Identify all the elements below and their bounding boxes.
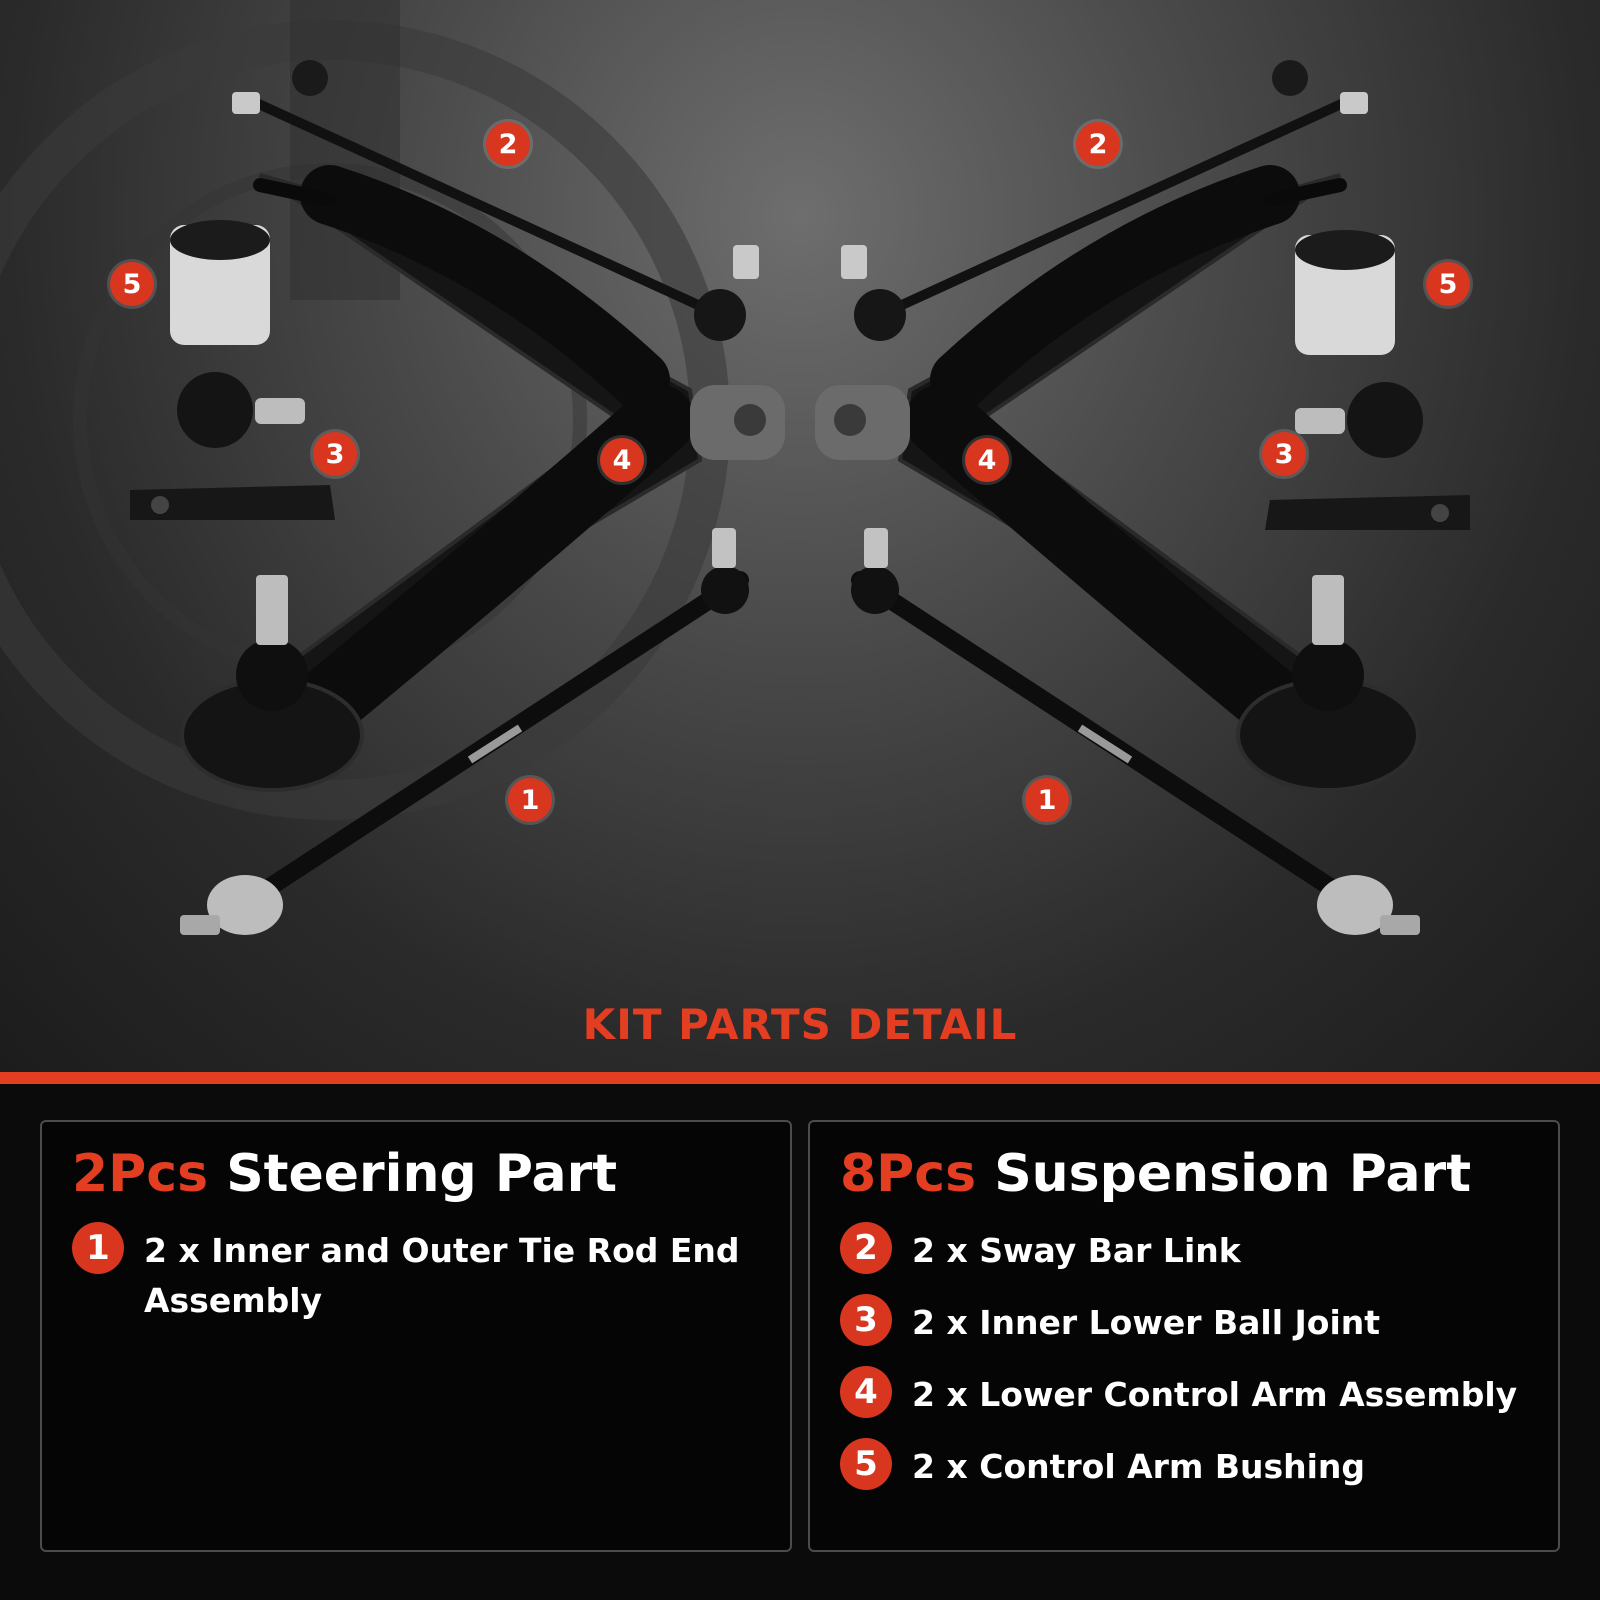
steering-panel-title: 2Pcs Steering Part [72,1144,760,1204]
callout-marker-1-left: 1 [508,778,552,822]
bushing-right [1295,230,1395,355]
item-number-badge: 1 [72,1222,124,1274]
suspension-panel-title: 8Pcs Suspension Part [840,1144,1528,1204]
item-text: 2 x Lower Control Arm Assembly [912,1375,1518,1414]
callout-marker-5-right: 5 [1426,262,1470,306]
item-number-badge: 5 [840,1438,892,1490]
item-number-badge: 2 [840,1222,892,1274]
item-text: 2 x Inner and Outer Tie Rod End Assembly [144,1231,740,1320]
callout-marker-4-left: 4 [600,438,644,482]
callout-marker-2-right: 2 [1076,122,1120,166]
sway-bar-link-right [841,60,1368,341]
parts-illustration [0,0,1470,935]
list-item: 1 2 x Inner and Outer Tie Rod End Assemb… [72,1222,760,1326]
callout-marker-3-left: 3 [313,432,357,476]
bushing-left [170,220,270,345]
suspension-label: Suspension Part [994,1144,1472,1204]
steering-label: Steering Part [226,1144,618,1204]
list-item: 3 2 x Inner Lower Ball Joint [840,1294,1528,1348]
sway-bar-link-left [232,60,759,341]
item-number-badge: 3 [840,1294,892,1346]
list-item: 2 2 x Sway Bar Link [840,1222,1528,1276]
steering-qty: 2Pcs [72,1144,209,1204]
list-item: 5 2 x Control Arm Bushing [840,1438,1528,1492]
callout-marker-4-right: 4 [965,438,1009,482]
tie-rod-left [180,528,749,935]
ball-joint-left [130,372,335,520]
ball-joint-right [1265,382,1470,530]
steering-part-panel: 2Pcs Steering Part 1 2 x Inner and Outer… [40,1120,792,1552]
kit-parts-heading: KIT PARTS DETAIL [582,1000,1018,1049]
item-number-badge: 4 [840,1366,892,1418]
suspension-qty: 8Pcs [840,1144,977,1204]
callout-marker-2-left: 2 [486,122,530,166]
item-text: 2 x Sway Bar Link [912,1231,1241,1270]
accent-divider [0,1072,1600,1084]
product-photo: 2 2 5 5 3 3 4 4 1 1 [0,0,1600,1075]
callout-marker-1-right: 1 [1025,778,1069,822]
item-text: 2 x Inner Lower Ball Joint [912,1303,1381,1342]
callout-marker-5-left: 5 [110,262,154,306]
list-item: 4 2 x Lower Control Arm Assembly [840,1366,1528,1420]
tie-rod-right [851,528,1420,935]
suspension-part-panel: 8Pcs Suspension Part 2 2 x Sway Bar Link… [808,1120,1560,1552]
item-text: 2 x Control Arm Bushing [912,1447,1366,1486]
callout-marker-3-right: 3 [1262,432,1306,476]
